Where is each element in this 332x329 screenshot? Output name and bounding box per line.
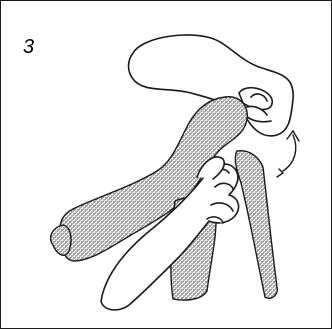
fold-direction-arrow [277, 131, 299, 177]
